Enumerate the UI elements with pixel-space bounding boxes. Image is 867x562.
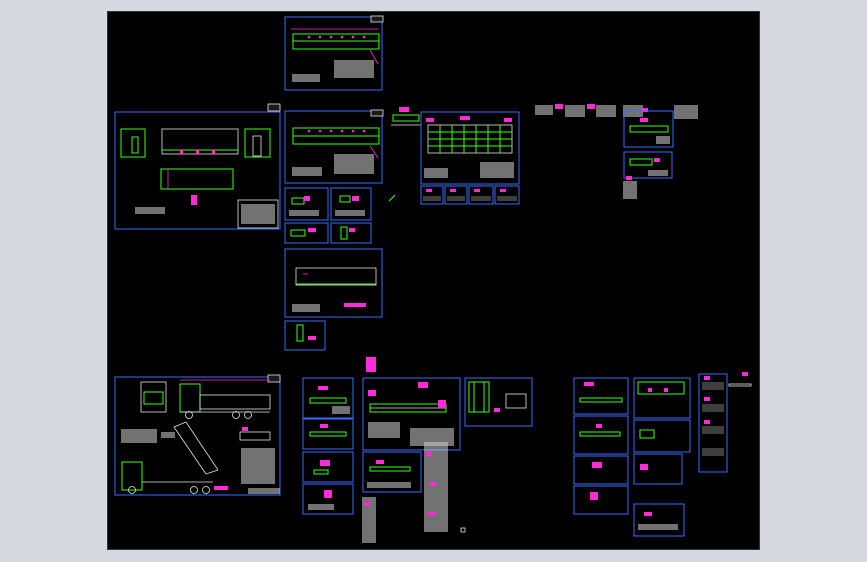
sheet-br-col1[interactable] — [573, 377, 629, 515]
stray-line — [388, 194, 396, 202]
sheet-tag-small[interactable] — [391, 107, 421, 126]
sheet-bottom-col1-a[interactable] — [302, 377, 354, 419]
sheet-right-detail-c[interactable] — [623, 176, 637, 199]
sheet-vertical-strip-a[interactable] — [362, 497, 376, 543]
sheet-body-elevation-top[interactable] — [284, 15, 384, 91]
sheet-bottom-col1-d[interactable] — [302, 483, 354, 515]
sheet-body-elevation-middle[interactable] — [284, 109, 384, 184]
sheet-hinge[interactable] — [464, 377, 533, 427]
sheet-detail-e[interactable] — [284, 320, 326, 351]
sheet-detail-d[interactable] — [330, 222, 372, 244]
sheet-tailgate-detail[interactable] — [362, 451, 422, 493]
sheet-bottom-col1-b[interactable] — [302, 418, 354, 450]
sheet-right-detail-b[interactable] — [623, 151, 673, 179]
sheet-vertical-strip-b[interactable] — [424, 442, 466, 533]
sheet-br-col2[interactable] — [633, 377, 691, 537]
cad-drawing — [114, 15, 752, 543]
sheet-detail-b[interactable] — [330, 187, 372, 221]
sheet-general-arrangement[interactable] — [114, 103, 281, 230]
sheet-detail-c[interactable] — [284, 222, 329, 244]
sheet-truck-assembly[interactable] — [114, 374, 281, 496]
sheet-body-framing[interactable] — [420, 111, 520, 185]
sheet-right-detail-a[interactable] — [623, 105, 698, 148]
drawing-canvas[interactable] — [107, 11, 760, 550]
sheet-tailgate[interactable] — [362, 357, 461, 451]
sheet-detail-a[interactable] — [284, 187, 329, 221]
sheet-framing-details-row[interactable] — [420, 185, 520, 205]
sheet-floor-plan[interactable] — [284, 248, 383, 318]
sheet-br-col3[interactable] — [698, 372, 752, 473]
sheet-bottom-col1-c[interactable] — [302, 451, 354, 483]
